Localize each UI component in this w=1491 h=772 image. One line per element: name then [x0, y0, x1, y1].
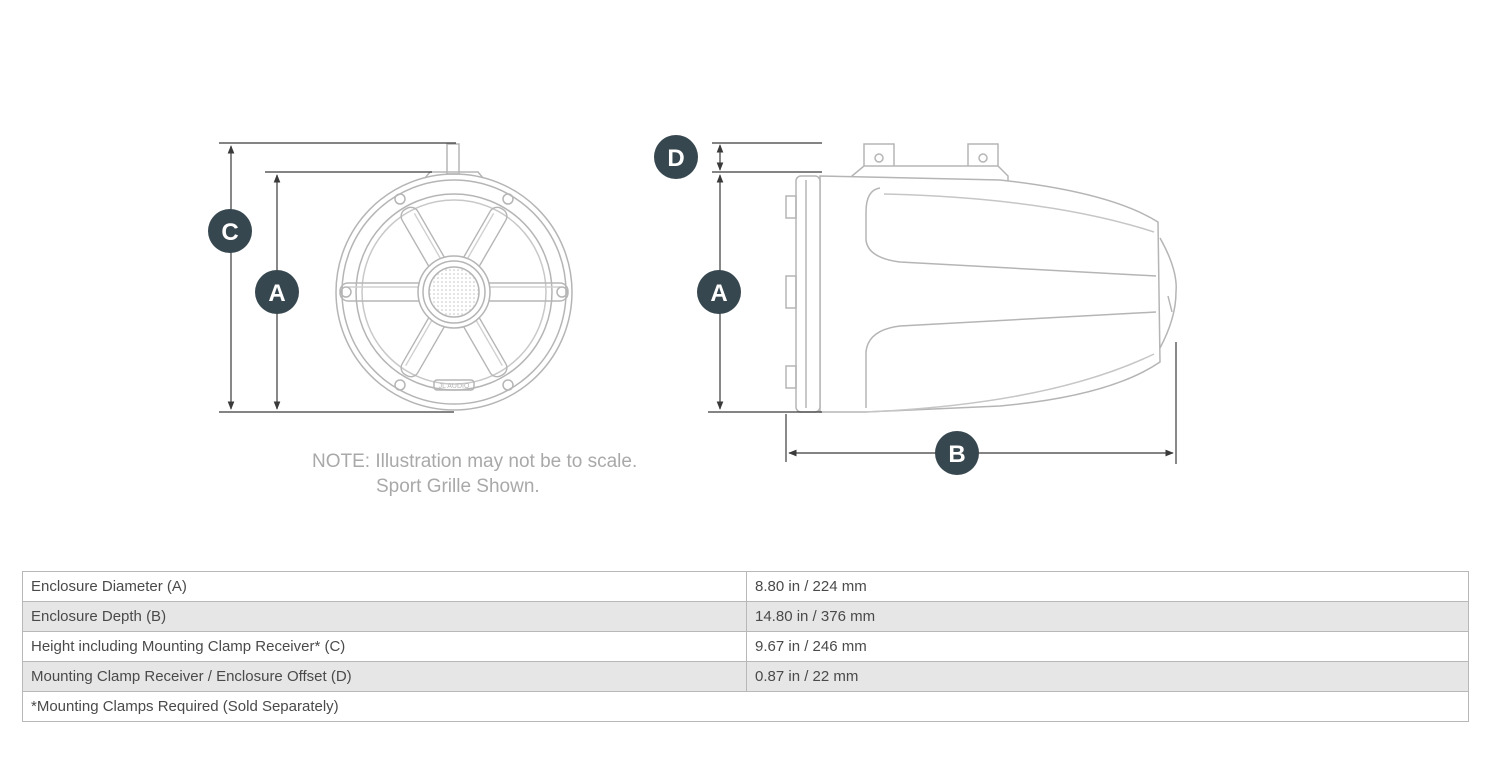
- grille-logo-badge: [433, 379, 475, 391]
- enclosure-inner-ring: [341, 179, 567, 405]
- enclosure-side-panel: [865, 187, 1157, 408]
- spec-label: Height including Mounting Clamp Receiver…: [22, 631, 747, 662]
- spec-value: 8.80 in / 224 mm: [746, 571, 1469, 602]
- spec-value: 9.67 in / 246 mm: [746, 631, 1469, 662]
- mount-stem: [446, 143, 460, 175]
- svg-text:D: D: [667, 145, 684, 172]
- speaker-dimension-diagram: JL AUDIO: [208, 135, 1177, 475]
- receiver-tab: [424, 171, 484, 179]
- table-row: Enclosure Depth (B) 14.80 in / 376 mm: [22, 601, 1469, 632]
- spec-table: Enclosure Diameter (A) 8.80 in / 224 mm …: [22, 571, 1469, 722]
- svg-text:A: A: [710, 280, 727, 307]
- svg-text:C: C: [221, 219, 238, 246]
- grille-logo-text: JL AUDIO: [439, 383, 470, 390]
- enclosure-body: [819, 175, 1161, 413]
- spec-footnote: *Mounting Clamps Required (Sold Separate…: [22, 691, 1469, 722]
- svg-text:B: B: [948, 441, 965, 468]
- table-row: Mounting Clamp Receiver / Enclosure Offs…: [22, 661, 1469, 692]
- front-ring: [795, 175, 821, 413]
- tweeter-mesh: [428, 266, 480, 318]
- svg-text:A: A: [268, 280, 285, 307]
- table-row: Enclosure Diameter (A) 8.80 in / 224 mm: [22, 571, 1469, 602]
- scale-note-line1: NOTE: Illustration may not be to scale.: [312, 451, 638, 472]
- front-view-drawing: JL AUDIO: [335, 143, 573, 411]
- spec-label: Enclosure Diameter (A): [22, 571, 747, 602]
- spec-value: 0.87 in / 22 mm: [746, 661, 1469, 692]
- table-footnote-row: *Mounting Clamps Required (Sold Separate…: [22, 691, 1469, 722]
- badge-a-side: A: [697, 270, 741, 314]
- spec-label: Enclosure Depth (B): [22, 601, 747, 632]
- badge-c: C: [208, 209, 252, 253]
- badge-a-front: A: [255, 270, 299, 314]
- grille-screws: [340, 193, 568, 391]
- enclosure-outer-ring: [335, 173, 573, 411]
- badge-b: B: [935, 431, 979, 475]
- table-row: Height including Mounting Clamp Receiver…: [22, 631, 1469, 662]
- scale-note-line2: Sport Grille Shown.: [376, 476, 540, 497]
- front-dimension-lines: [219, 142, 456, 413]
- badge-d: D: [654, 135, 698, 179]
- grille-clips: [785, 195, 797, 389]
- spec-value: 14.80 in / 376 mm: [746, 601, 1469, 632]
- tail-cap: [1159, 237, 1177, 349]
- spec-label: Mounting Clamp Receiver / Enclosure Offs…: [22, 661, 747, 692]
- side-view-drawing: [785, 143, 1177, 413]
